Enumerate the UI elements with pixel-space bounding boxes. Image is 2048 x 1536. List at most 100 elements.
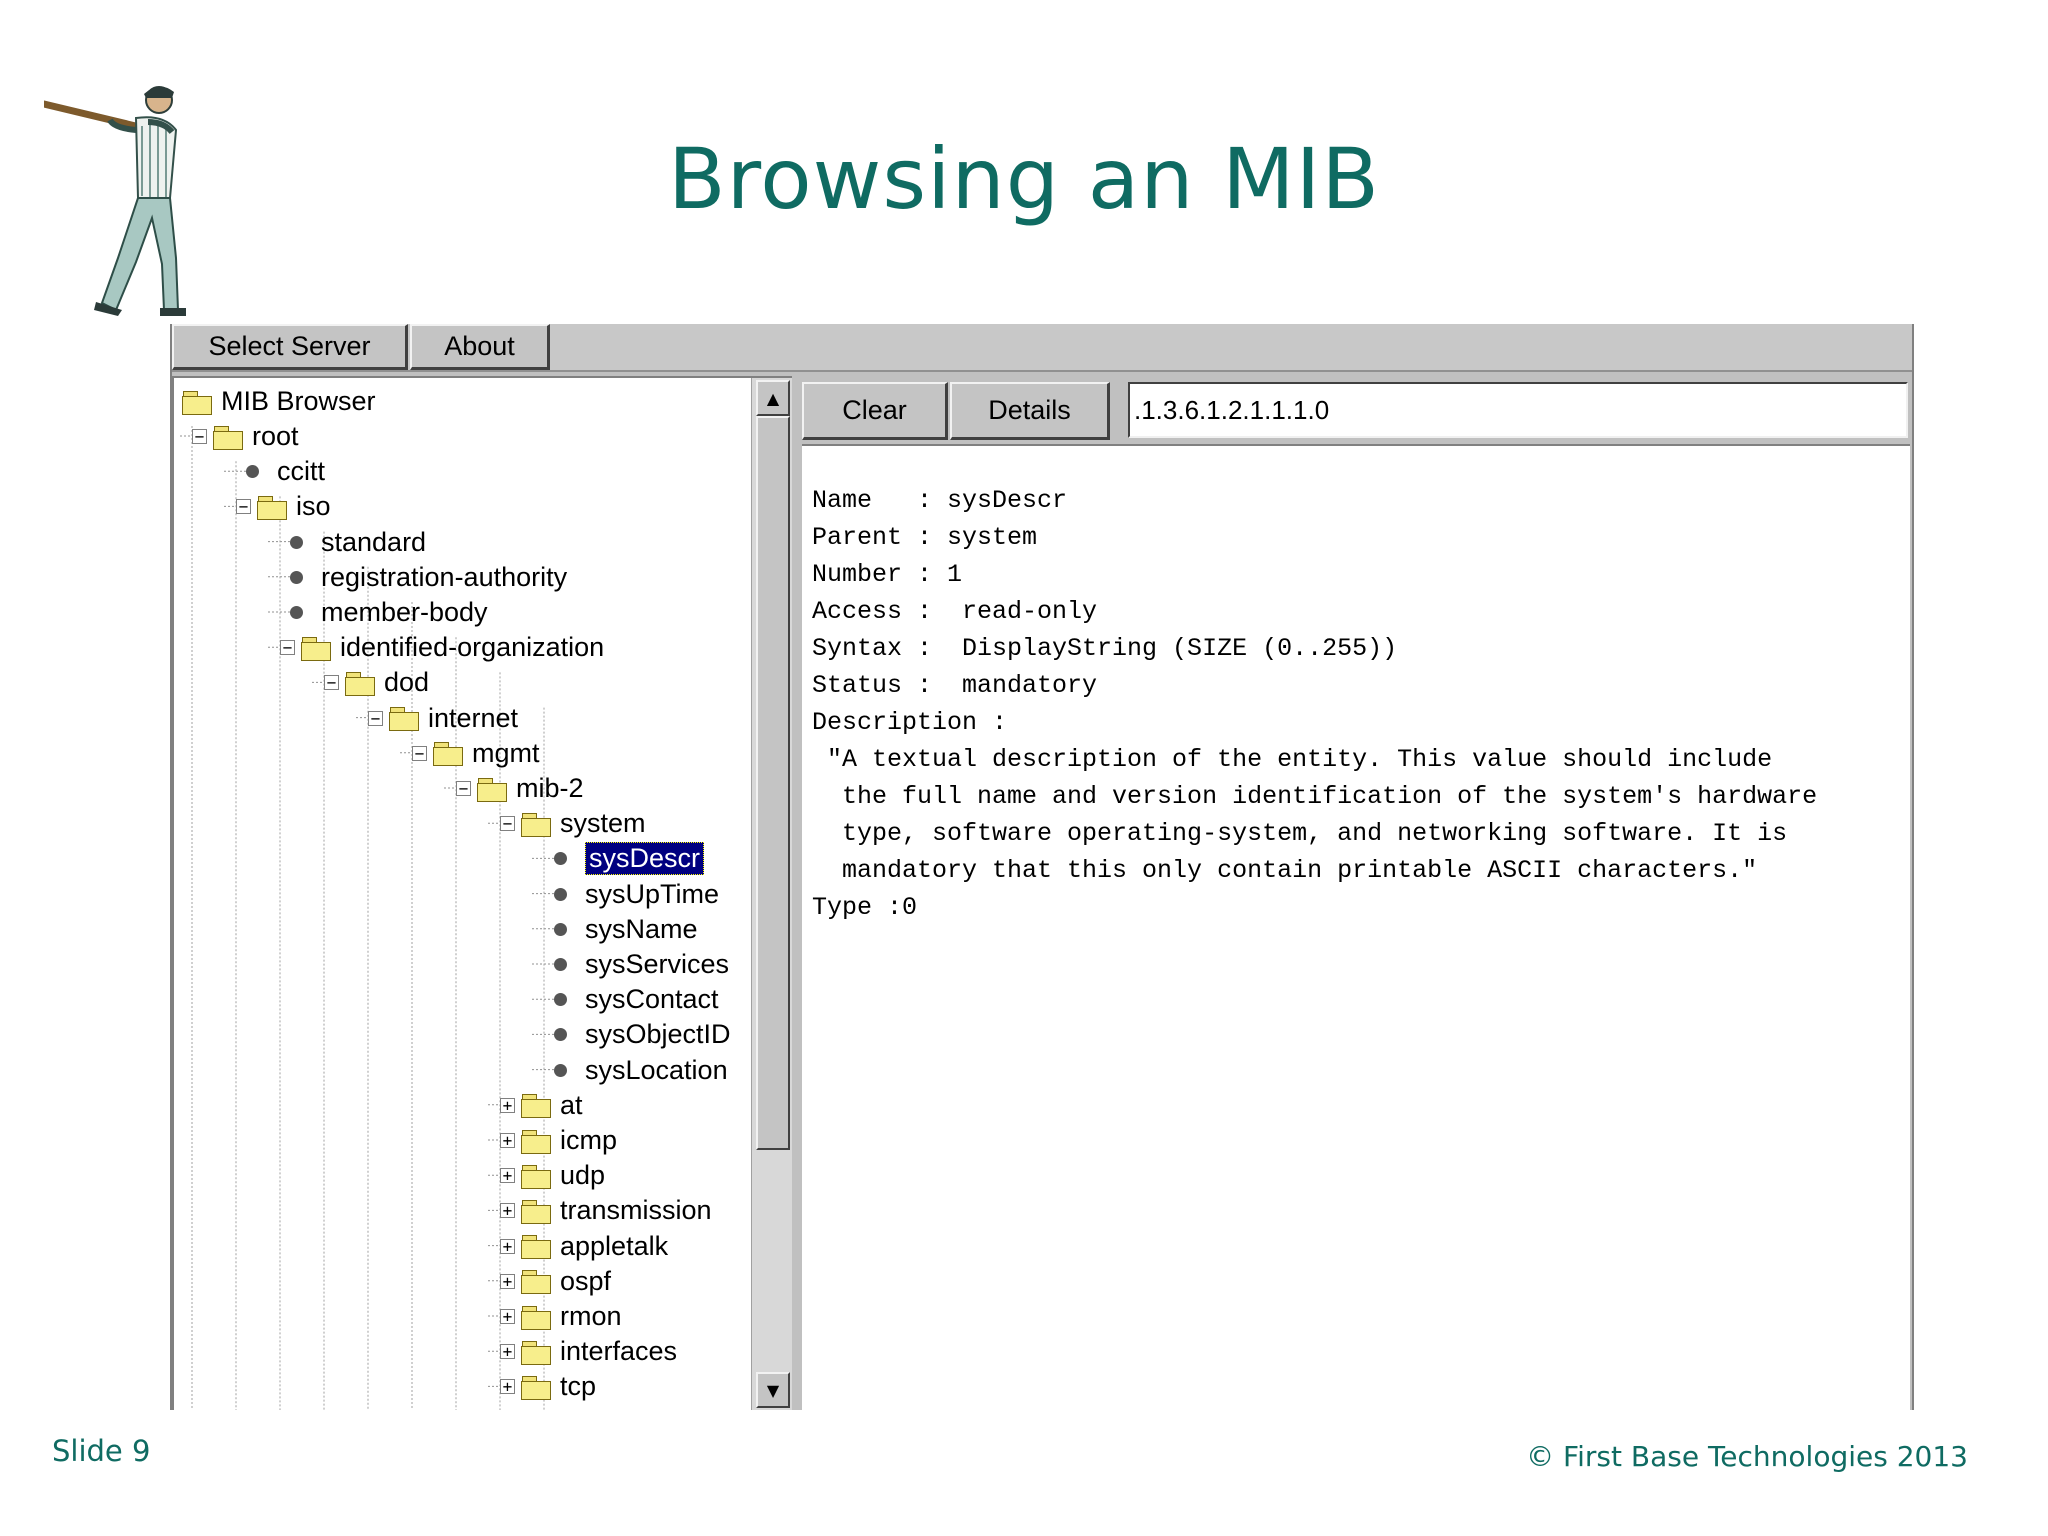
tree-node[interactable]: − internet [368,701,518,736]
tree-node[interactable]: standard [280,525,426,560]
tree-node-label: mib-2 [516,773,584,803]
tree-node[interactable]: sysUpTime [544,877,719,912]
collapse-icon[interactable]: − [324,675,339,691]
folder-icon [182,390,212,415]
leaf-bullet-icon [554,1063,567,1077]
folder-icon [521,1305,551,1330]
collapse-icon[interactable]: − [368,710,383,726]
tree-node[interactable]: +snmp [500,1405,626,1410]
leaf-bullet-icon [554,993,567,1007]
scroll-up-arrow-icon[interactable]: ▲ [756,380,790,416]
expand-icon[interactable]: + [500,1203,515,1219]
collapse-icon[interactable]: − [500,816,515,832]
expand-icon[interactable]: + [500,1379,515,1395]
tree-node[interactable]: − mib-2 [456,771,584,806]
tree-node[interactable]: +at [500,1088,583,1123]
select-server-button[interactable]: Select Server [172,324,408,370]
detail-line: mandatory that this only contain printab… [812,856,1758,885]
tree-node[interactable]: − dod [324,665,429,700]
tree-node[interactable]: −identified-organization [280,630,604,665]
detail-line: type, software operating-system, and net… [812,819,1788,848]
tree-node[interactable]: sysName [544,912,698,947]
tree-root-label: MIB Browser [221,386,376,416]
detail-line: Syntax : DisplayString (SIZE (0..255)) [812,634,1398,663]
tree-node-label: system [560,808,646,839]
expand-icon[interactable]: + [500,1238,515,1254]
about-button[interactable]: About [410,324,550,370]
tree-node-label: interfaces [560,1336,678,1367]
details-button[interactable]: Details [950,382,1110,440]
mib-browser-window: Select Server About MIB Browser − root cci… [170,324,1914,1410]
tree-node-label: registration-authority [321,561,568,592]
tree-node[interactable]: ccitt [236,454,325,489]
collapse-icon[interactable]: − [280,640,295,656]
tree-node[interactable]: − system [500,806,646,841]
tree-node-label: dod [384,667,430,698]
tree-node[interactable]: registration-authority [280,560,567,595]
clear-button[interactable]: Clear [802,382,948,440]
tree-node-label: icmp [560,1125,618,1155]
detail-line: "A textual description of the entity. Th… [812,745,1773,774]
toolbar: Select Server About [172,324,1912,372]
tree-node-label: member-body [321,597,488,627]
tree-node[interactable]: −iso [236,489,331,524]
tree-root[interactable]: MIB Browser [182,384,376,419]
folder-icon [521,812,551,837]
tree-node-label: snmp [560,1407,626,1410]
folder-icon [521,1234,551,1260]
scroll-thumb[interactable] [756,416,790,1150]
detail-line: Number : 1 [812,560,963,589]
tree-node[interactable]: sysDescr [544,841,705,876]
expand-icon[interactable]: + [500,1273,515,1289]
tree-node[interactable]: +tcp [500,1369,596,1404]
scroll-down-arrow-icon[interactable]: ▼ [756,1372,790,1408]
tree-node[interactable]: sysObjectID [544,1017,731,1052]
folder-icon [521,1199,551,1224]
tree-node-label: sysServices [585,949,730,979]
tree-node[interactable]: +transmission [500,1193,712,1228]
expand-icon[interactable]: + [500,1097,515,1113]
leaf-bullet-icon [554,1028,567,1042]
tree-node[interactable]: sysServices [544,947,729,982]
expand-icon[interactable]: + [500,1344,515,1360]
folder-icon [521,1340,551,1365]
tree-node[interactable]: − root [192,419,299,454]
expand-icon[interactable]: + [500,1133,515,1149]
expand-icon[interactable]: + [500,1309,515,1325]
tree-scrollbar[interactable]: ▲ ▼ [751,378,792,1410]
collapse-icon[interactable]: − [192,429,207,445]
collapse-icon[interactable]: − [456,781,471,797]
collapse-icon[interactable]: − [412,745,427,761]
tree-node[interactable]: −mgmt [412,736,540,771]
tree-node[interactable]: + interfaces [500,1334,677,1369]
tree-node[interactable]: + appletalk [500,1229,668,1264]
tree-node[interactable]: + icmp [500,1123,617,1158]
expand-icon[interactable]: + [500,1168,515,1184]
folder-icon [389,706,419,732]
tree-node-label: appletalk [560,1230,669,1261]
tree-node-label: rmon [560,1301,622,1331]
detail-line: Access : read-only [812,597,1098,626]
tree-node[interactable]: + rmon [500,1299,622,1334]
tree-node-label: root [252,421,299,451]
folder-icon [477,777,507,802]
folder-icon [257,495,287,520]
folder-icon [433,741,463,767]
tree-node-label: ccitt [277,456,326,487]
tree-node[interactable]: sysContact [544,982,719,1017]
leaf-bullet-icon [554,922,567,936]
tree-node[interactable]: +udp [500,1158,605,1193]
collapse-icon[interactable]: − [236,499,251,515]
slide-number: Slide 9 [52,1434,151,1468]
tree-node[interactable]: sysLocation [544,1053,728,1088]
tree-node-label: sysDescr [585,842,705,876]
tree-node[interactable]: member-body [280,595,488,630]
tree-node[interactable]: +ospf [500,1264,611,1299]
tree-node-label: internet [428,702,519,733]
folder-icon [521,1129,551,1154]
oid-input[interactable]: .1.3.6.1.2.1.1.1.0 [1128,382,1908,438]
folder-icon [521,1269,551,1295]
